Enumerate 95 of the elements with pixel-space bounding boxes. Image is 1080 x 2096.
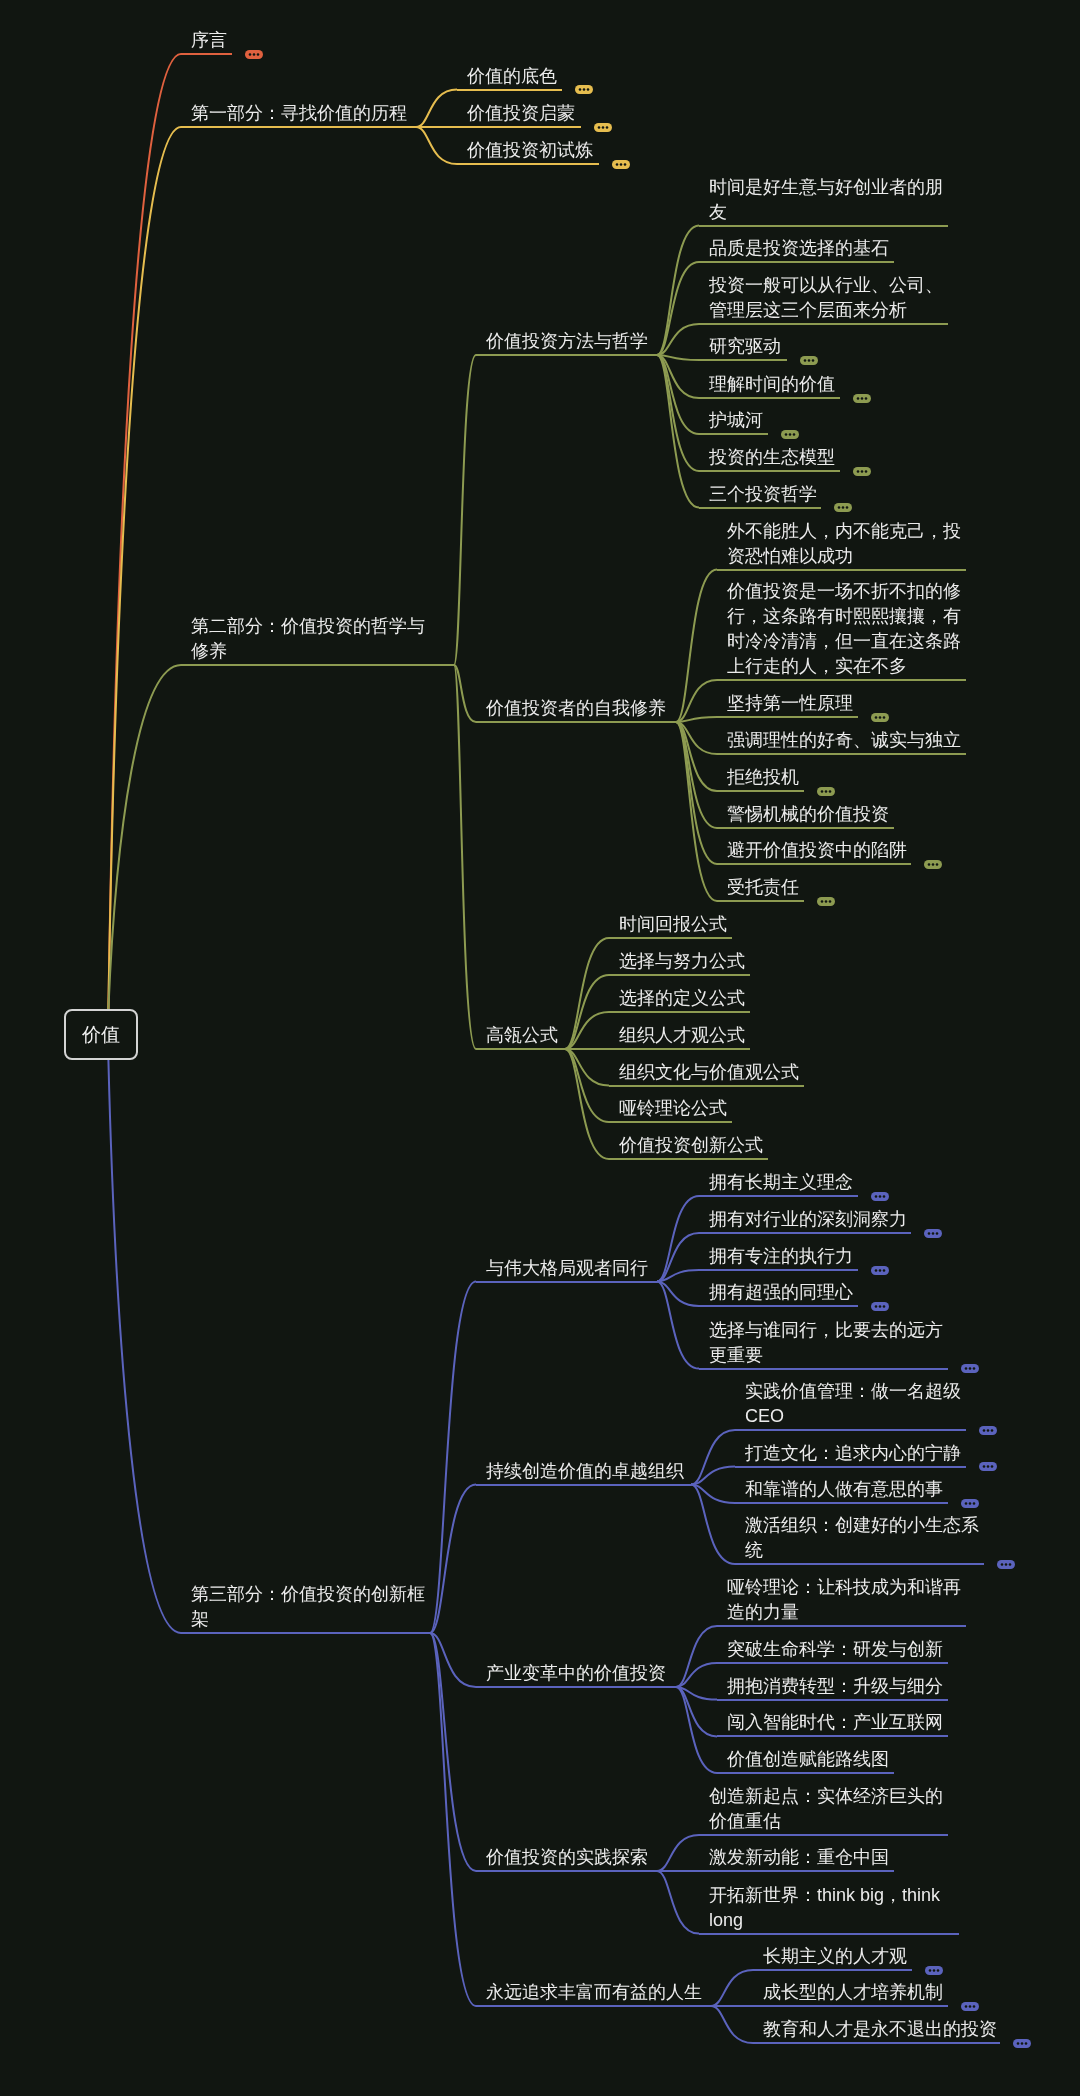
underlined-topic: 价值的底色 <box>457 63 562 91</box>
branch-line <box>429 1483 477 1634</box>
branch-line <box>656 354 700 399</box>
underlined-topic: 拒绝投机 <box>717 765 804 792</box>
branch-line <box>656 1195 700 1283</box>
underlined-topic: 投资的生态模型 <box>699 445 840 472</box>
branch-line <box>564 974 610 1050</box>
branch-line <box>675 568 718 723</box>
branch-line <box>710 2005 754 2044</box>
underlined-topic: 时间回报公式 <box>609 912 732 939</box>
underlined-topic: 护城河 <box>699 408 768 435</box>
underlined-topic: 序言 <box>181 28 232 55</box>
branch-line <box>675 1686 718 1701</box>
underlined-topic: 理解时间的价值 <box>699 372 840 399</box>
underlined-topic: 拥有长期主义理念 <box>699 1170 858 1197</box>
branch-line <box>675 679 718 723</box>
underlined-topic: 第二部分：价值投资的哲学与修养 <box>181 614 454 666</box>
underlined-topic: 教育和人才是永不退出的投资 <box>753 2017 1000 2044</box>
underlined-topic: 第三部分：价值投资的创新框架 <box>181 1582 430 1634</box>
branch-line <box>453 354 477 666</box>
branch-line <box>656 261 700 356</box>
underlined-topic: 选择的定义公式 <box>609 986 750 1013</box>
underlined-topic: 永远追求丰富而有益的人生 <box>476 1980 711 2007</box>
branch-line <box>656 354 700 509</box>
underlined-topic: 第一部分：寻找价值的历程 <box>181 101 416 128</box>
underlined-topic: 和靠谱的人做有意思的事 <box>735 1477 948 1504</box>
underlined-topic: 研究驱动 <box>699 334 787 361</box>
underlined-topic: 组织人才观公式 <box>609 1023 750 1050</box>
branch-line <box>429 1632 477 1688</box>
branch-line <box>690 1483 736 1565</box>
underlined-topic: 外不能胜人，内不能克己，投资恐怕难以成功 <box>717 518 966 571</box>
branch-line <box>690 1465 736 1486</box>
branch-line <box>107 664 182 1010</box>
branch-line <box>675 1686 718 1774</box>
underlined-topic: 三个投资哲学 <box>699 481 821 509</box>
branch-line <box>429 1632 477 1872</box>
underlined-topic: 高瓴公式 <box>476 1023 565 1050</box>
branch-line <box>415 88 458 128</box>
underlined-topic: 价值投资方法与哲学 <box>476 329 657 356</box>
branch-line <box>675 1625 718 1688</box>
underlined-topic: 价值投资初试炼 <box>457 138 599 165</box>
underlined-topic: 投资一般可以从行业、公司、管理层这三个层面来分析 <box>699 273 948 325</box>
underlined-topic: 价值投资启蒙 <box>457 101 581 128</box>
branch-line <box>656 1280 700 1370</box>
underlined-topic: 激活组织：创建好的小生态系统 <box>735 1513 984 1565</box>
underlined-topic: 哑铃理论公式 <box>609 1096 732 1123</box>
underlined-topic: 价值投资是一场不折不扣的修行，这条路有时熙熙攘攘，有时冷冷清清，但一直在这条路上行走的人，实在不多 <box>717 579 966 681</box>
underlined-topic: 坚持第一性原理 <box>717 691 858 718</box>
branch-line <box>656 1834 700 1872</box>
underlined-topic: 拥有专注的执行力 <box>699 1244 858 1271</box>
underlined-topic: 突破生命科学：研发与创新 <box>717 1637 948 1664</box>
underlined-topic: 实践价值管理：做一名超级CEO <box>735 1379 966 1431</box>
underlined-topic: 激发新动能：重仓中国 <box>699 1845 894 1872</box>
branch-line <box>656 1870 700 1935</box>
underlined-topic: 打造文化：追求内心的宁静 <box>735 1440 966 1468</box>
branch-line <box>564 937 610 1050</box>
branch-line <box>710 1969 754 2007</box>
underlined-topic: 拥有超强的同理心 <box>699 1280 858 1307</box>
branch-line <box>564 1048 610 1160</box>
underlined-topic: 价值投资创新公式 <box>609 1133 768 1160</box>
underlined-topic: 组织文化与价值观公式 <box>609 1059 804 1087</box>
branch-line <box>429 1632 477 2007</box>
underlined-topic: 选择与努力公式 <box>609 949 750 976</box>
branch-line <box>656 1870 700 1872</box>
underlined-topic: 开拓新世界：think big，think long <box>699 1882 959 1935</box>
underlined-topic: 闯入智能时代：产业互联网 <box>717 1710 948 1738</box>
branch-line <box>675 721 718 865</box>
underlined-topic: 创造新起点：实体经济巨头的价值重估 <box>699 1784 948 1836</box>
branch-line <box>656 323 700 356</box>
underlined-topic: 哑铃理论：让科技成为和谐再造的力量 <box>717 1575 966 1627</box>
underlined-topic: 产业变革中的价值投资 <box>476 1661 676 1688</box>
underlined-topic: 与伟大格局观者同行 <box>476 1255 657 1283</box>
root-topic-box: 价值 <box>64 1009 138 1060</box>
underlined-topic: 价值投资的实践探索 <box>476 1845 657 1872</box>
underlined-topic: 成长型的人才培养机制 <box>753 1980 948 2007</box>
underlined-topic: 持续创造价值的卓越组织 <box>476 1458 691 1486</box>
underlined-topic: 品质是投资选择的基石 <box>699 236 894 263</box>
underlined-topic: 时间是好生意与好创业者的朋友 <box>699 174 948 227</box>
underlined-topic: 选择与谁同行，比要去的远方更重要 <box>699 1317 948 1370</box>
branch-line <box>564 1048 610 1087</box>
underlined-topic: 强调理性的好奇、诚实与独立 <box>717 728 966 755</box>
underlined-topic: 拥有对行业的深刻洞察力 <box>699 1207 911 1234</box>
branch-line <box>675 721 718 902</box>
underlined-topic: 长期主义的人才观 <box>753 1944 912 1971</box>
branch-line <box>429 1280 477 1634</box>
underlined-topic: 受托责任 <box>717 875 804 902</box>
branch-line <box>453 664 477 1050</box>
underlined-topic: 价值投资者的自我修养 <box>476 696 676 723</box>
underlined-topic: 拥抱消费转型：升级与细分 <box>717 1673 948 1701</box>
underlined-topic: 价值创造赋能路线图 <box>717 1747 894 1774</box>
branch-line <box>453 664 477 723</box>
underlined-topic: 避开价值投资中的陷阱 <box>717 838 911 865</box>
branch-line <box>107 1059 182 1634</box>
branch-line <box>415 126 458 165</box>
underlined-topic: 警惕机械的价值投资 <box>717 802 894 829</box>
